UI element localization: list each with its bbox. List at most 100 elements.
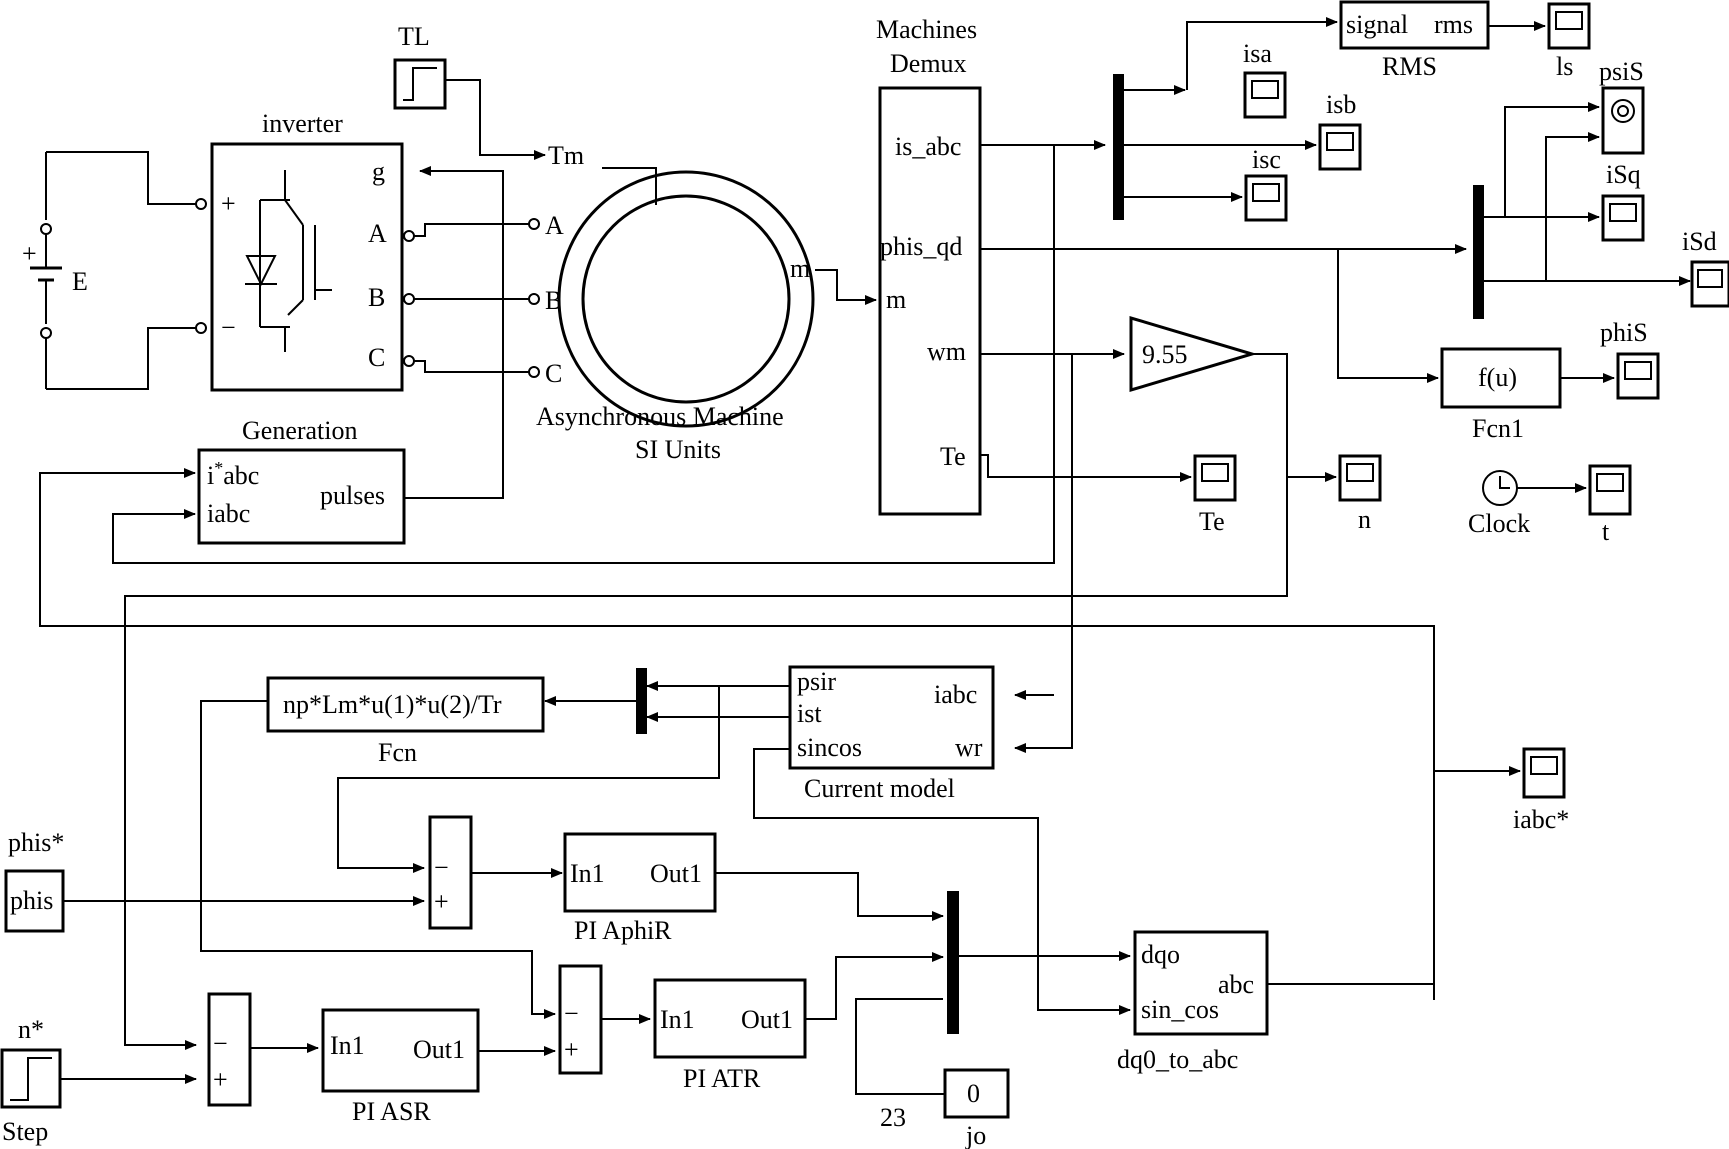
constant-jo-block[interactable]: 0 — [943, 1068, 1010, 1119]
clock-block[interactable] — [1482, 470, 1518, 506]
scope-iabc-star-label: iabc* — [1513, 805, 1569, 834]
cm-iabc-port: iabc — [934, 680, 977, 709]
dc-source-e[interactable]: + E — [22, 152, 88, 389]
rms-signal-port: signal — [1346, 10, 1408, 39]
constant-jo-label: jo — [965, 1121, 986, 1149]
scope-te-label: Te — [1199, 507, 1225, 536]
generation-pulses-port: pulses — [320, 481, 385, 510]
sum-asr-minus: − — [213, 1029, 228, 1058]
pi-aphir-out1: Out1 — [650, 859, 702, 888]
machine-a-port: A — [545, 211, 564, 240]
machines-demux-block[interactable]: is_abc phis_qd m wm Te — [878, 86, 982, 516]
phis-constant-value: phis — [10, 886, 53, 915]
m-input-label: m — [790, 254, 810, 283]
pi-atr-out1: Out1 — [741, 1005, 793, 1034]
scope-iabc-star[interactable] — [1522, 747, 1566, 799]
phis-qd-bus-selector[interactable] — [1473, 185, 1484, 319]
inverter-b-port: B — [368, 283, 385, 312]
demux-te-port: Te — [940, 442, 966, 471]
machine-c-port: C — [545, 359, 562, 388]
dq-mux[interactable] — [947, 891, 959, 1034]
igbt-icon — [245, 170, 332, 352]
current-model-block[interactable]: psir ist sincos iabc wr — [788, 665, 995, 770]
pi-asr-block[interactable]: In1 Out1 — [321, 1008, 480, 1093]
sum-asr[interactable]: − + — [207, 992, 252, 1107]
pi-aphir-block[interactable]: In1 Out1 — [563, 832, 717, 913]
pi-atr-in1: In1 — [660, 1005, 695, 1034]
fcn-label: Fcn — [378, 738, 417, 767]
sum-aphir[interactable]: − + — [428, 815, 473, 930]
number-23-label: 23 — [880, 1103, 906, 1132]
pi-aphir-in1: In1 — [570, 859, 605, 888]
scope-isb-label: isb — [1326, 90, 1356, 119]
e-plus-label: + — [22, 239, 37, 268]
sum-atr[interactable]: − + — [558, 964, 603, 1075]
async-machine-title: Asynchronous Machine — [536, 402, 784, 431]
fcn-expression: np*Lm*u(1)*u(2)/Tr — [283, 690, 502, 719]
inverter-minus-port: − — [221, 313, 236, 342]
cm-sincos-port: sincos — [797, 733, 862, 762]
dq0-sincos-port: sin_cos — [1141, 995, 1219, 1024]
scope-isa-label: isa — [1243, 39, 1272, 68]
inverter-block[interactable]: + − g A B C — [195, 142, 415, 392]
sum-atr-plus: + — [564, 1035, 579, 1064]
scope-n[interactable] — [1338, 454, 1382, 502]
tl-step-block[interactable] — [393, 58, 447, 110]
tm-port-label: Tm — [548, 141, 584, 170]
scope-isa[interactable] — [1243, 71, 1287, 119]
scope-isd[interactable] — [1690, 260, 1729, 308]
gain-block[interactable]: 9.55 — [1129, 315, 1258, 393]
scope-ls[interactable] — [1547, 2, 1591, 50]
generation-iabc-port: iabc — [207, 499, 250, 528]
sum-aphir-plus: + — [434, 887, 449, 916]
scope-isq[interactable] — [1601, 194, 1645, 242]
inverter-a-port: A — [368, 219, 387, 248]
generation-block[interactable]: i*abc iabc pulses — [197, 448, 406, 545]
cm-psir-port: psir — [797, 667, 836, 696]
fcn1-label: Fcn1 — [1472, 414, 1524, 443]
dq0-to-abc-label: dq0_to_abc — [1117, 1045, 1238, 1074]
phis-constant-block[interactable]: phis — [4, 869, 65, 933]
dq0-abc-port: abc — [1218, 970, 1254, 999]
asynchronous-machine[interactable]: A B C — [528, 167, 815, 428]
fcn-block[interactable]: np*Lm*u(1)*u(2)/Tr — [266, 676, 545, 733]
scope-psis[interactable] — [1601, 86, 1645, 155]
fcn-mux[interactable] — [636, 668, 647, 734]
inverter-title: inverter — [262, 109, 343, 138]
scope-phis[interactable] — [1616, 352, 1660, 400]
phis-star-label: phis* — [8, 828, 64, 857]
scope-ls-label: ls — [1556, 52, 1573, 81]
step-label: Step — [2, 1117, 48, 1146]
pi-atr-label: PI ATR — [683, 1064, 761, 1093]
fcn1-block[interactable]: f(u) — [1440, 347, 1562, 409]
cm-wr-port: wr — [955, 733, 983, 762]
pi-aphir-label: PI AphiR — [574, 916, 672, 945]
gain-value: 9.55 — [1142, 340, 1188, 369]
step-block[interactable] — [0, 1048, 62, 1109]
scope-isc[interactable] — [1244, 174, 1288, 222]
async-machine-subtitle: SI Units — [635, 435, 721, 464]
dq0-to-abc-block[interactable]: dqo abc sin_cos — [1133, 930, 1269, 1036]
rms-rms-port: rms — [1434, 10, 1473, 39]
inverter-c-port: C — [368, 343, 385, 372]
rms-label: RMS — [1382, 52, 1437, 81]
pi-asr-label: PI ASR — [352, 1097, 431, 1126]
scope-isb[interactable] — [1318, 123, 1362, 171]
scope-te[interactable] — [1193, 454, 1237, 502]
pi-atr-block[interactable]: In1 Out1 — [653, 978, 807, 1059]
scope-psis-label: psiS — [1599, 57, 1644, 86]
scope-phis-label: phiS — [1600, 318, 1648, 347]
demux-title-line2: Demux — [890, 49, 967, 78]
tl-label: TL — [398, 22, 430, 51]
demux-m-port: m — [886, 285, 906, 314]
constant-jo-value: 0 — [967, 1079, 980, 1108]
current-model-label: Current model — [804, 774, 955, 803]
scope-t[interactable] — [1588, 464, 1632, 516]
inverter-g-port: g — [372, 157, 385, 186]
demux-phis-qd-port: phis_qd — [880, 232, 962, 261]
demux-title-line1: Machines — [876, 15, 977, 44]
rms-block[interactable]: signal rms — [1339, 0, 1490, 50]
is-abc-bus-selector[interactable] — [1113, 74, 1124, 220]
pi-asr-out1: Out1 — [413, 1035, 465, 1064]
sum-asr-plus: + — [213, 1065, 228, 1094]
